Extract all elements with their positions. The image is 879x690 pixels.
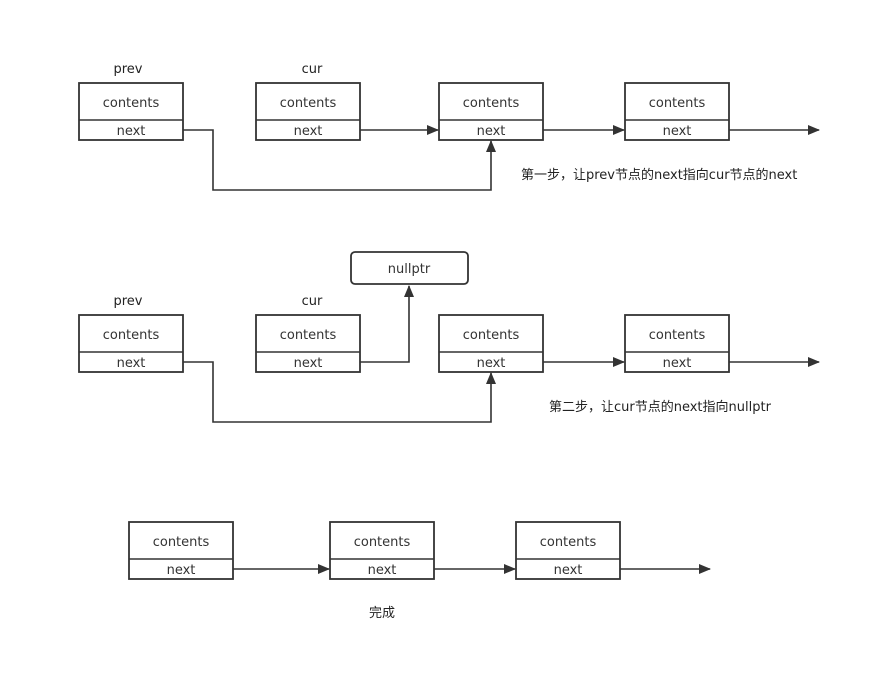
contents-field: contents — [280, 96, 337, 111]
next-field: next — [294, 124, 323, 139]
next-field: next — [663, 124, 692, 139]
contents-field: contents — [280, 328, 337, 343]
contents-field: contents — [153, 535, 210, 550]
node-4: contents next — [624, 82, 730, 141]
node-3: contents next — [438, 314, 544, 373]
contents-field: contents — [103, 96, 160, 111]
node-prev: contents next — [78, 314, 184, 373]
next-field: next — [554, 563, 583, 578]
node-3: contents next — [438, 82, 544, 141]
prev-label: prev — [113, 62, 142, 77]
node-3: contents next — [515, 521, 621, 580]
nullptr-label: nullptr — [388, 262, 431, 277]
next-field: next — [663, 356, 692, 371]
step-2-caption: 第二步，让cur节点的next指向nullptr — [549, 399, 772, 415]
next-field: next — [167, 563, 196, 578]
contents-field: contents — [354, 535, 411, 550]
next-field: next — [368, 563, 397, 578]
step-3-caption: 完成 — [369, 606, 395, 621]
node-1: contents next — [128, 521, 234, 580]
step-1: prev cur contents next contents next con… — [78, 62, 820, 191]
next-field: next — [294, 356, 323, 371]
contents-field: contents — [649, 96, 706, 111]
contents-field: contents — [649, 328, 706, 343]
step-1-caption: 第一步，让prev节点的next指向cur节点的next — [521, 167, 797, 183]
step-3: contents next contents next contents nex… — [128, 521, 711, 621]
node-cur: contents next — [255, 314, 361, 373]
cur-label: cur — [302, 294, 323, 309]
prev-label: prev — [113, 294, 142, 309]
contents-field: contents — [103, 328, 160, 343]
node-cur: contents next — [255, 82, 361, 141]
contents-field: contents — [540, 535, 597, 550]
prev-to-node3-arrow — [183, 361, 496, 423]
nullptr-node: nullptr — [350, 251, 469, 285]
contents-field: contents — [463, 96, 520, 111]
next-field: next — [477, 356, 506, 371]
next-field: next — [117, 356, 146, 371]
node-2: contents next — [329, 521, 435, 580]
node-prev: contents next — [78, 82, 184, 141]
cur-to-nullptr-arrow — [360, 285, 414, 363]
next-field: next — [117, 124, 146, 139]
cur-label: cur — [302, 62, 323, 77]
contents-field: contents — [463, 328, 520, 343]
next-field: next — [477, 124, 506, 139]
prev-to-node3-arrow — [183, 129, 496, 191]
step-2: nullptr prev cur contents next contents … — [78, 251, 820, 423]
node-4: contents next — [624, 314, 730, 373]
